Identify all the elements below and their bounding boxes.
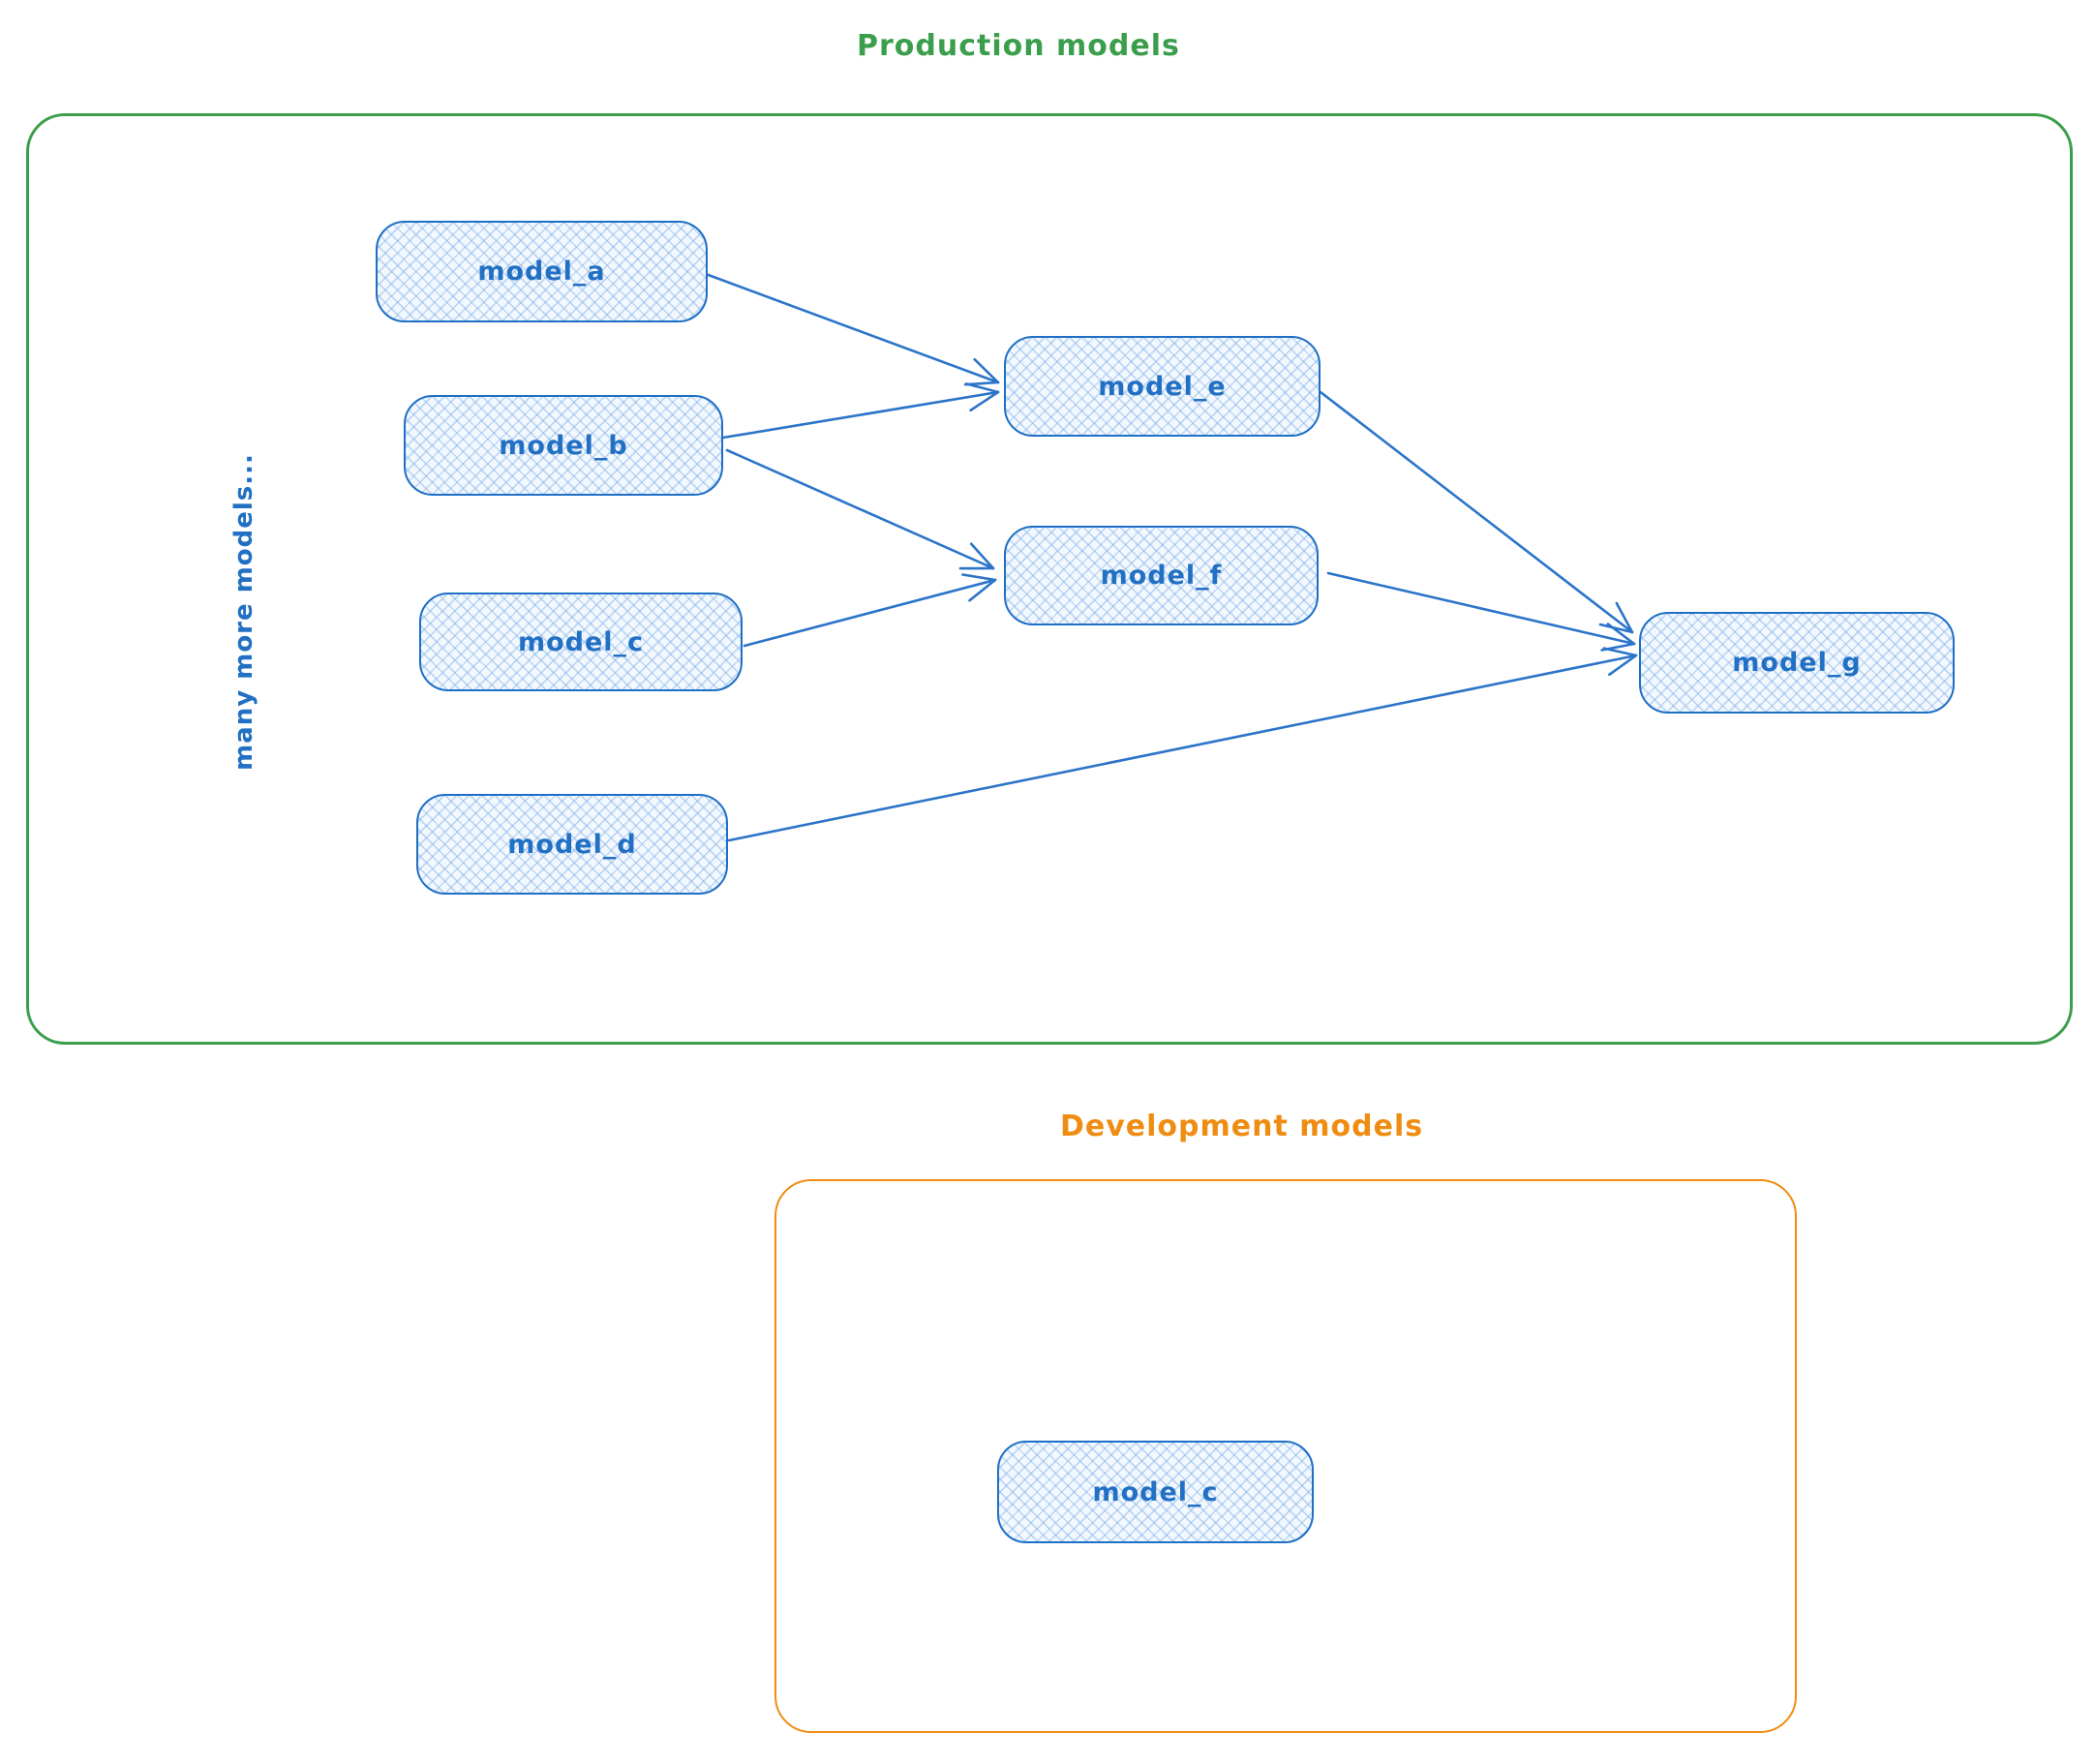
node-model-f: model_f: [1004, 526, 1319, 625]
node-model-f-label: model_f: [1100, 561, 1223, 591]
node-model-b: model_b: [404, 395, 723, 496]
node-model-d: model_d: [416, 794, 728, 895]
node-model-e-label: model_e: [1098, 371, 1227, 402]
production-group-box: [26, 113, 2073, 1045]
node-model-c-dev-label: model_c: [1092, 1476, 1219, 1507]
node-model-a-label: model_a: [477, 257, 606, 287]
development-group-title: Development models: [1060, 1110, 1424, 1143]
node-model-c-label: model_c: [517, 626, 645, 657]
node-model-a: model_a: [376, 221, 708, 322]
development-group-box: [774, 1179, 1797, 1733]
node-model-d-label: model_d: [507, 829, 637, 860]
node-model-c-dev: model_c: [997, 1441, 1314, 1543]
node-model-e: model_e: [1004, 336, 1321, 437]
node-model-c: model_c: [419, 593, 743, 691]
many-more-models-note: many more models...: [229, 453, 258, 771]
node-model-g: model_g: [1639, 612, 1955, 714]
node-model-b-label: model_b: [499, 430, 628, 461]
node-model-g-label: model_g: [1732, 648, 1862, 678]
production-group-title: Production models: [857, 29, 1180, 63]
